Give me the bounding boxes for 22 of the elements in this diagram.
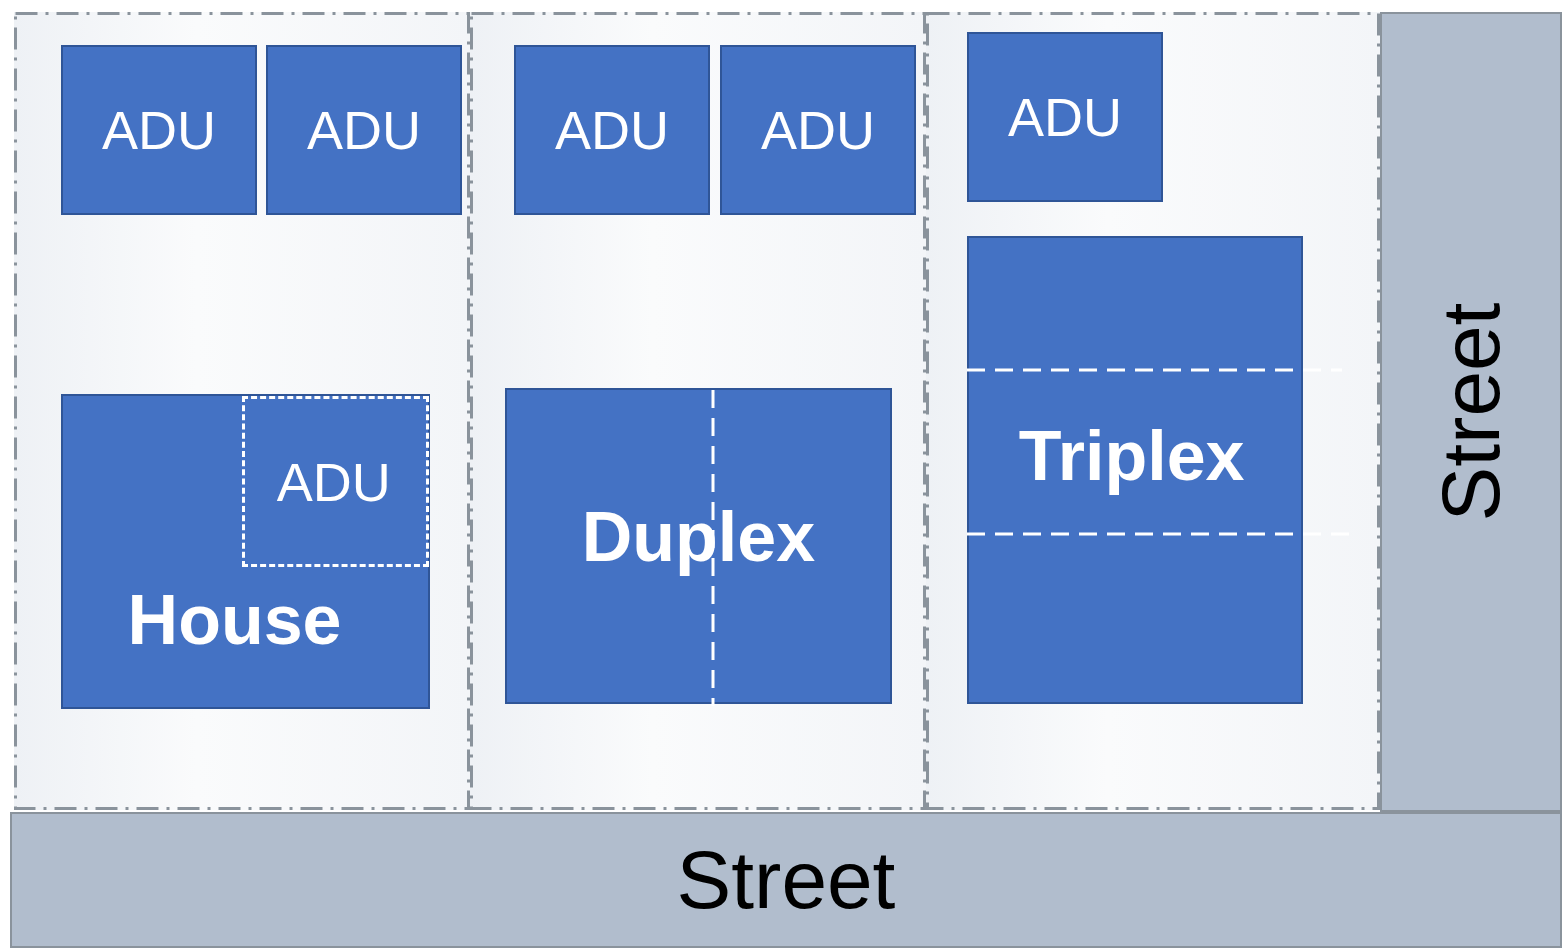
- adu-block: [514, 45, 710, 215]
- attached-adu-outline: [242, 396, 429, 567]
- adu-block: [61, 45, 257, 215]
- street-label: Street: [1430, 302, 1512, 522]
- lot-area: [470, 12, 926, 810]
- adu-block: [720, 45, 916, 215]
- duplex-block: [505, 388, 892, 704]
- adu-label: ADU: [555, 103, 669, 157]
- adu-label: ADU: [102, 103, 216, 157]
- lot-area: [926, 12, 1380, 810]
- adu-block: [967, 32, 1163, 202]
- adu-block: [266, 45, 462, 215]
- house-label: House: [127, 584, 342, 655]
- street-label: Street: [676, 839, 896, 921]
- adu-label: ADU: [761, 103, 875, 157]
- adu-label: ADU: [276, 454, 391, 509]
- adu-label: ADU: [307, 103, 421, 157]
- adu-label: ADU: [1008, 90, 1122, 144]
- street-band: [10, 812, 1562, 948]
- street-band: [1380, 12, 1562, 812]
- house-block: [61, 394, 430, 709]
- lot-area: [14, 12, 470, 810]
